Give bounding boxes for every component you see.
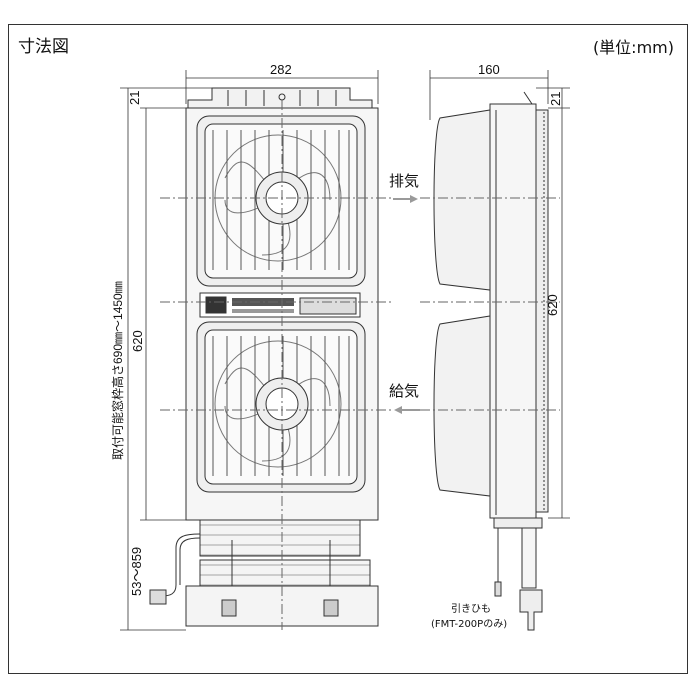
dimension-lines (120, 70, 570, 631)
pull-cord-note: (FMT-200Pのみ) (431, 619, 507, 630)
side-view (420, 91, 560, 631)
page-title: 寸法図 (18, 37, 69, 57)
dim-window-frame-range: 取付可能窓枠高さ690㎜～1450㎜ (110, 281, 125, 460)
dim-top-offset-front: 21 (127, 91, 142, 105)
exhaust-label: 排気 (389, 172, 419, 190)
unit-label: (単位:mm) (592, 38, 674, 57)
front-view (149, 87, 392, 630)
fan-blade-icon (224, 367, 331, 462)
dim-bottom-range: 53～859 (129, 547, 144, 596)
upper-fan-unit (196, 115, 366, 287)
fan-blade-icon (224, 161, 331, 256)
plug-icon (149, 589, 167, 605)
dim-side-depth: 160 (478, 62, 500, 77)
intake-label: 給気 (389, 382, 419, 400)
dim-top-offset-side: 21 (548, 92, 563, 106)
dim-side-height: 620 (545, 294, 560, 316)
dim-front-width: 282 (270, 62, 292, 77)
diagram-frame (8, 24, 688, 674)
pull-cord-label: 引きひも (451, 603, 491, 615)
lower-fan-unit (196, 321, 366, 493)
dim-front-height: 620 (130, 330, 145, 352)
pull-cord-icon (494, 581, 502, 597)
